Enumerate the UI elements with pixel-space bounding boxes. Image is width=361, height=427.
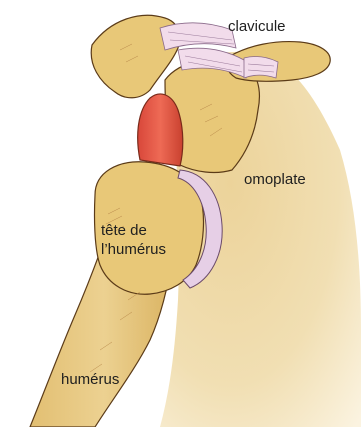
humerus-label: humérus: [61, 370, 119, 389]
scapula-label: omoplate: [244, 170, 306, 189]
humeral-head-label-line2: l’humérus: [101, 240, 166, 259]
humeral-head-label-line1: tête de: [101, 221, 166, 240]
ligament-upper: [160, 23, 236, 50]
humeral-head-label: tête de l’humérus: [101, 221, 166, 259]
clavicle-label: clavicule: [228, 17, 286, 36]
ligament-clavicle: [244, 57, 278, 78]
muscle-shape: [138, 94, 183, 166]
